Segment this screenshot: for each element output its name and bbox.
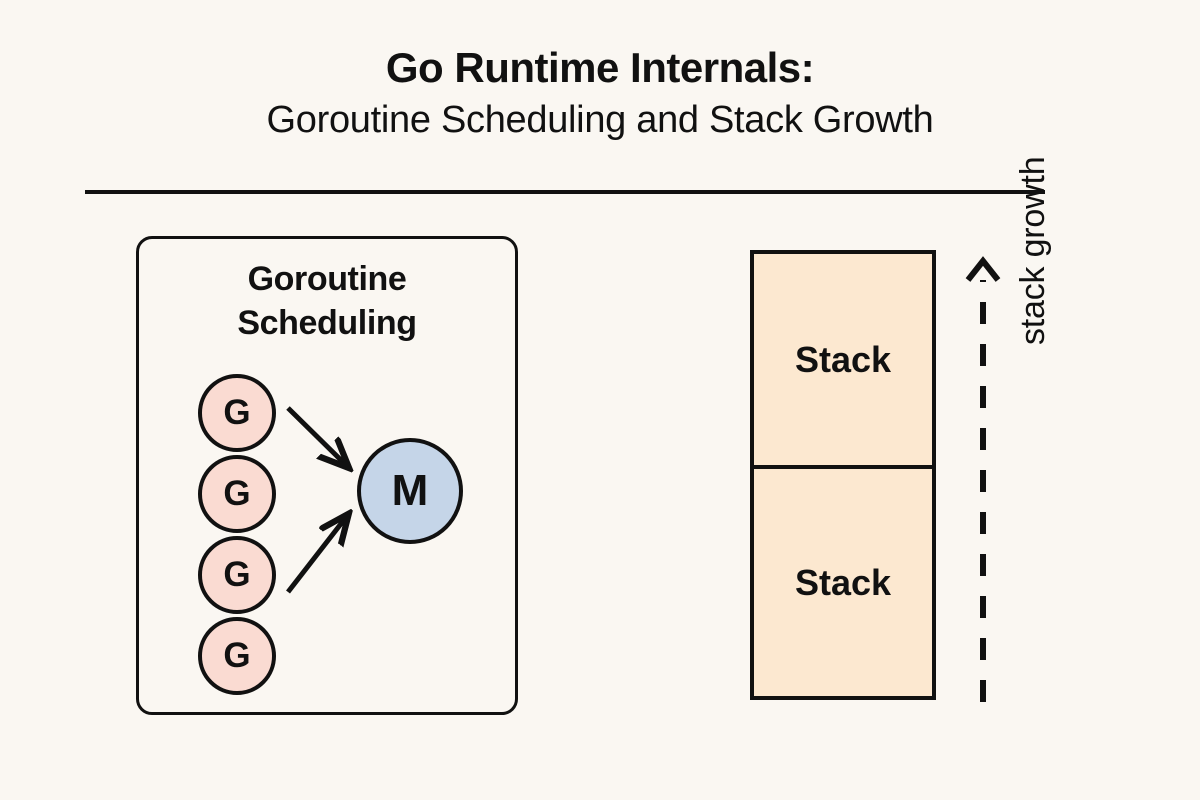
scheduling-heading-line-1: Goroutine [247, 260, 407, 298]
page-title: Go Runtime Internals: [385, 44, 815, 91]
stack-growth-arrowhead-icon [965, 256, 1001, 282]
stack-growth-label: stack growth [1014, 156, 1052, 345]
scheduling-heading-line-2: Scheduling [237, 303, 417, 342]
goroutine-node-3[interactable]: G [198, 536, 276, 614]
machine-thread-node[interactable]: M [357, 438, 463, 544]
stack-cell-bottom[interactable]: Stack [750, 465, 936, 700]
goroutine-node-1[interactable]: G [198, 374, 276, 452]
goroutine-node-4[interactable]: G [198, 617, 276, 695]
stack-growth-arrow-icon [965, 256, 1001, 702]
stack-cell-top[interactable]: Stack [750, 250, 936, 469]
title-divider-rule [85, 190, 1045, 194]
page-subtitle: Goroutine Scheduling and Stack Growth [266, 99, 934, 142]
stack-growth-group: Stack Stack [750, 250, 936, 700]
goroutine-scheduling-panel [136, 236, 518, 715]
goroutine-node-2[interactable]: G [198, 455, 276, 533]
scheduling-panel-heading: Goroutine Scheduling [136, 258, 518, 345]
diagram-header: Go Runtime Internals: Goroutine Scheduli… [0, 44, 1200, 145]
